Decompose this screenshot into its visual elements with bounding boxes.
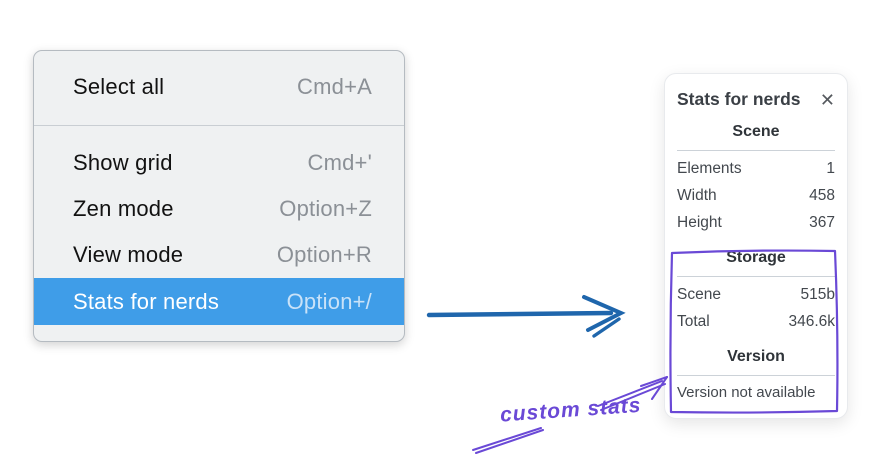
stat-row-total-storage: Total 346.6k bbox=[677, 308, 835, 335]
stat-value: 346.6k bbox=[788, 312, 835, 330]
menu-item-shortcut: Option+R bbox=[276, 242, 372, 267]
arrow-right-icon bbox=[426, 295, 626, 338]
section-rule bbox=[677, 375, 835, 376]
close-icon[interactable]: ✕ bbox=[819, 89, 835, 110]
stat-value: 1 bbox=[826, 159, 835, 177]
stat-label: Total bbox=[677, 312, 710, 330]
section-rule bbox=[677, 276, 835, 277]
section-header-scene: Scene bbox=[732, 123, 780, 140]
stats-panel-header: Stats for nerds ✕ bbox=[677, 89, 835, 110]
annotation-stroke-icon bbox=[472, 427, 544, 454]
menu-item-label: Zen mode bbox=[73, 196, 174, 221]
menu-item-label: Show grid bbox=[73, 150, 173, 175]
menu-item-view-mode[interactable]: View mode Option+R bbox=[34, 232, 404, 278]
menu-item-shortcut: Cmd+A bbox=[297, 74, 372, 99]
menu-item-shortcut: Option+/ bbox=[286, 288, 372, 314]
stats-panel-title: Stats for nerds bbox=[677, 89, 801, 109]
menu-item-stats-for-nerds[interactable]: Stats for nerds Option+/ bbox=[34, 278, 404, 325]
version-note: Version not available bbox=[677, 384, 816, 401]
section-header-storage: Storage bbox=[726, 249, 786, 266]
stat-row-scene-storage: Scene 515b bbox=[677, 281, 835, 308]
stat-value: 367 bbox=[809, 213, 835, 231]
menu-divider bbox=[34, 125, 404, 126]
section-rule bbox=[677, 150, 835, 151]
menu-item-label: Stats for nerds bbox=[73, 288, 220, 314]
stat-row-height: Height 367 bbox=[677, 209, 835, 236]
menu-item-label: Select all bbox=[73, 74, 165, 99]
custom-stats-annotation: custom stats bbox=[499, 393, 643, 427]
menu-item-show-grid[interactable]: Show grid Cmd+' bbox=[34, 140, 404, 186]
menu-item-select-all[interactable]: Select all Cmd+A bbox=[34, 64, 404, 110]
stat-value: 458 bbox=[809, 186, 835, 204]
menu-item-shortcut: Cmd+' bbox=[307, 150, 372, 175]
stat-label: Scene bbox=[677, 285, 721, 303]
stat-label: Width bbox=[677, 186, 717, 204]
stat-label: Elements bbox=[677, 159, 742, 177]
section-header-version: Version bbox=[727, 348, 785, 365]
stat-label: Height bbox=[677, 213, 722, 231]
stats-panel: Stats for nerds ✕ Scene Elements 1 Width… bbox=[664, 73, 848, 419]
stat-value: 515b bbox=[800, 285, 835, 303]
context-menu: Select all Cmd+A Show grid Cmd+' Zen mod… bbox=[33, 50, 405, 342]
menu-item-zen-mode[interactable]: Zen mode Option+Z bbox=[34, 186, 404, 232]
menu-item-label: View mode bbox=[73, 242, 184, 267]
stat-row-width: Width 458 bbox=[677, 182, 835, 209]
stat-row-elements: Elements 1 bbox=[677, 155, 835, 182]
menu-item-shortcut: Option+Z bbox=[279, 196, 372, 221]
